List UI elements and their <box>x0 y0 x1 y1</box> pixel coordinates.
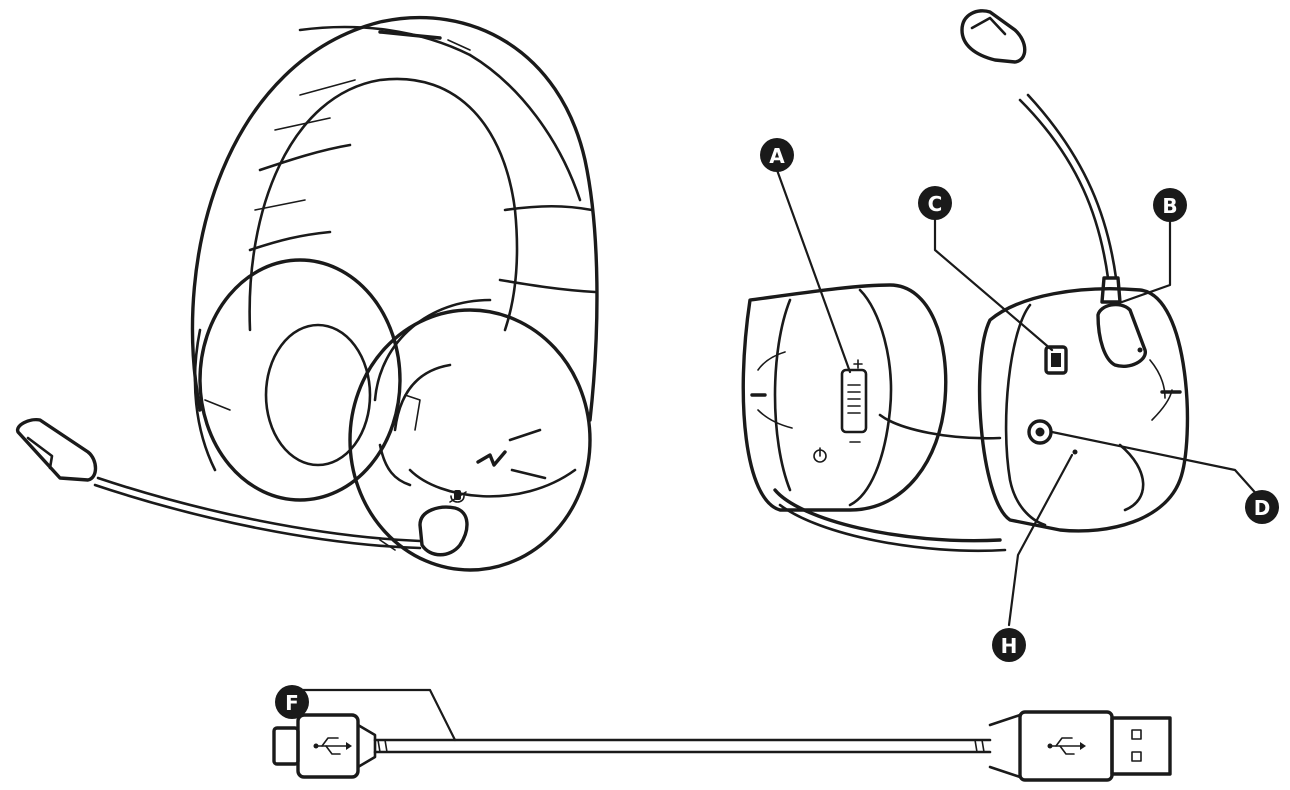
usb-trident-icon <box>313 737 352 755</box>
callout-f-label: F <box>285 691 299 715</box>
audio-jack <box>1027 419 1053 445</box>
earcups-detail-view <box>741 9 1190 553</box>
leader-lines <box>290 168 1262 742</box>
usb-cable <box>272 710 1172 782</box>
mic-port <box>1096 302 1147 368</box>
callout-d-label: D <box>1254 496 1271 520</box>
callout-c-label: C <box>928 192 943 216</box>
callout-d: D <box>1245 490 1279 524</box>
callout-h: H <box>992 628 1026 662</box>
usb-trident-icon <box>1047 737 1086 755</box>
led-indicator <box>1072 449 1078 455</box>
volume-wheel <box>840 359 868 443</box>
callout-b-label: B <box>1162 194 1177 218</box>
hyperx-logo <box>476 428 547 480</box>
callout-h-label: H <box>1001 634 1018 658</box>
callout-b: B <box>1153 188 1187 222</box>
detachable-mic <box>960 9 1122 304</box>
callout-f: F <box>275 685 309 719</box>
headband-brand-mark <box>378 30 471 51</box>
micro-usb-port <box>1044 345 1068 375</box>
headset-front-view <box>15 15 599 572</box>
callout-a: A <box>760 138 794 172</box>
callout-a-label: A <box>769 144 785 168</box>
power-icon <box>813 447 827 463</box>
callout-c: C <box>918 186 952 220</box>
mic-mute-icon <box>449 490 467 503</box>
